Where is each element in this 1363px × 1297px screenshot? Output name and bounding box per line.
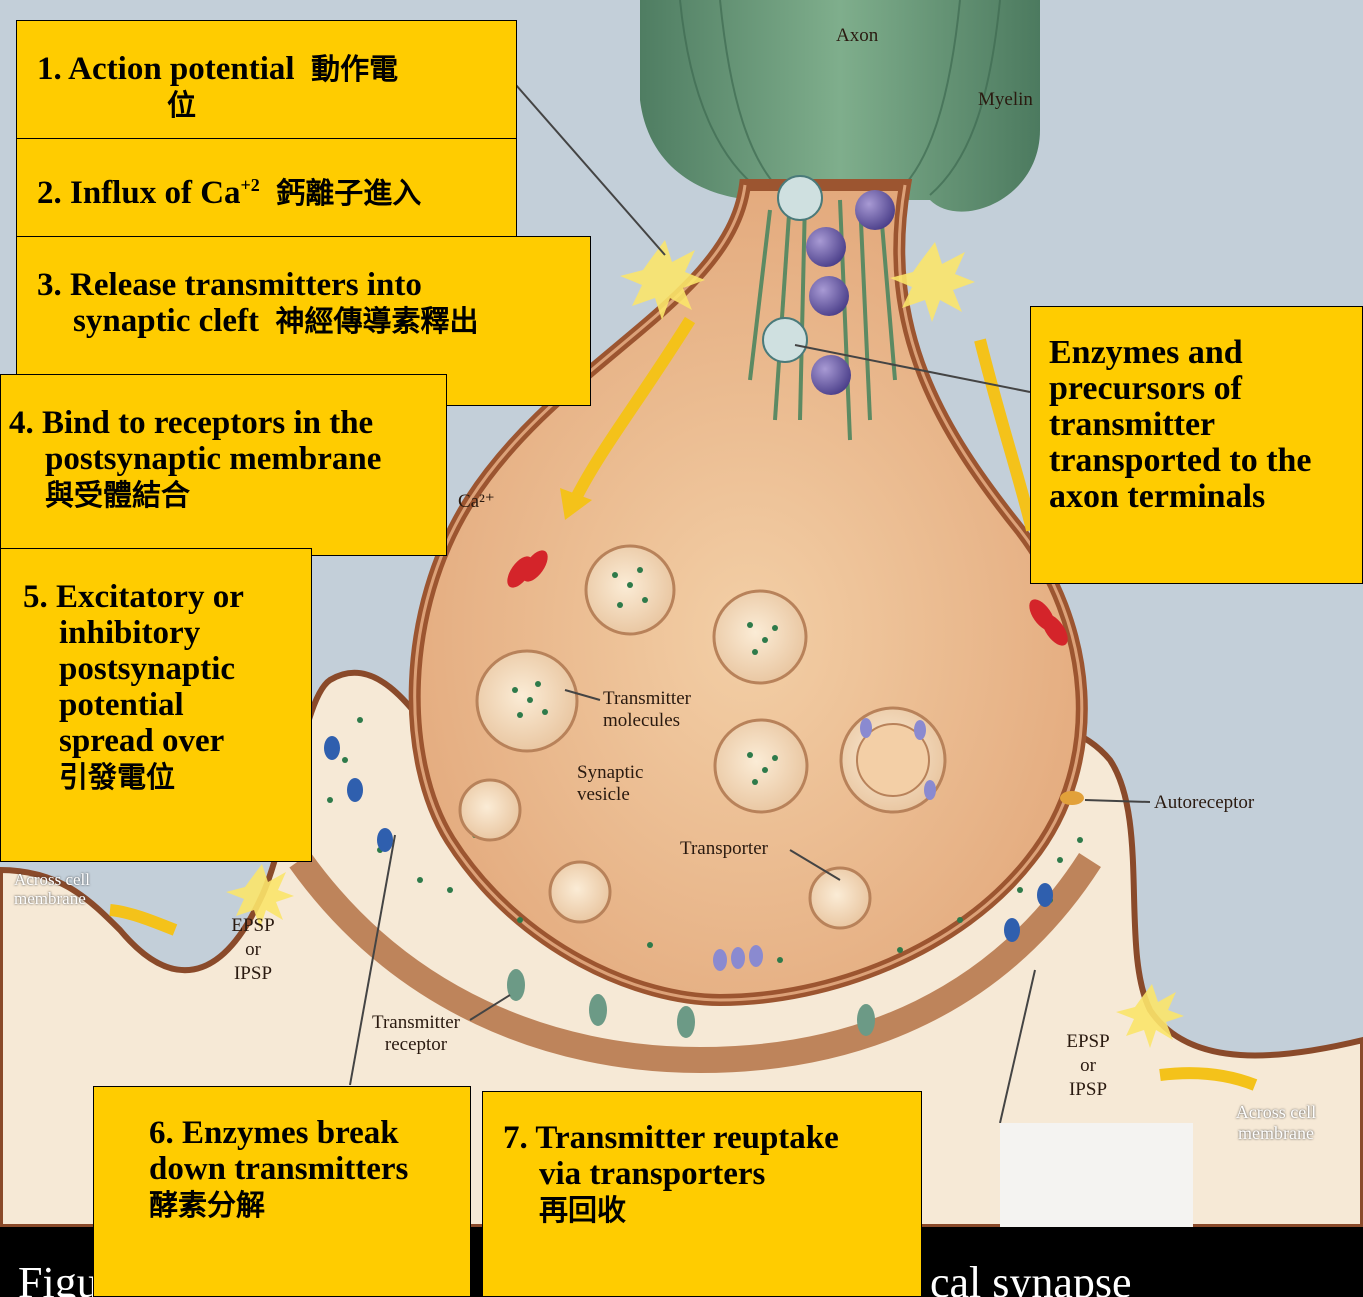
epsp-left-line1: EPSP [231, 915, 274, 936]
enzymes-line4: transported to the [1049, 443, 1362, 479]
epsp-ipsp-left-label: EPSP or IPSP [220, 914, 286, 986]
epsp-right-line3: IPSP [1069, 1079, 1107, 1100]
across-left-line1: Across cell [14, 870, 90, 889]
transmitter-receptor-label: Transmitter receptor [356, 1012, 476, 1056]
step3-zh: 神經傳導素釋出 [276, 304, 479, 338]
label-step2-calcium-influx: 2. Influx of Ca+2 鈣離子進入 [16, 138, 517, 238]
enzymes-line5: axon terminals [1049, 479, 1362, 515]
step4-zh: 與受體結合 [9, 477, 446, 513]
synaptic-vesicle-label: Synaptic vesicle [577, 762, 644, 806]
epsp-right-line2: or [1080, 1055, 1096, 1076]
transmitter-molecules-line1: Transmitter [603, 688, 691, 709]
calcium-label: Ca²⁺ [458, 491, 495, 513]
across-membrane-left-label: Across cell membrane [14, 870, 90, 908]
transmitter-molecules-line2: molecules [603, 710, 680, 731]
step1-zh-a: 動作電 [311, 52, 398, 86]
step7-zh: 再回收 [503, 1192, 921, 1228]
label-step5-potential: 5. Excitatory or inhibitory postsynaptic… [0, 548, 312, 862]
step2-sup: +2 [241, 175, 260, 195]
enzymes-line2: precursors of [1049, 371, 1362, 407]
step6-en-a: 6. Enzymes break [149, 1115, 470, 1151]
across-right-line1: Across cell [1236, 1102, 1316, 1122]
label-step1-action-potential: 1. Action potential 動作電 位 [16, 20, 517, 140]
synaptic-vesicle-line1: Synaptic [577, 762, 644, 783]
step2-en: 2. Influx of Ca [37, 175, 241, 211]
step3-en-a: 3. Release transmitters into [37, 267, 590, 303]
step4-en-a: 4. Bind to receptors in the [9, 405, 446, 441]
step3-en-b: synaptic cleft [73, 303, 259, 339]
transmitter-receptor-line1: Transmitter [372, 1012, 460, 1033]
label-step6-enzymes: 6. Enzymes break down transmitters 酵素分解 [93, 1086, 471, 1297]
across-right-line2: membrane [1238, 1123, 1314, 1143]
label-step7-reuptake: 7. Transmitter reuptake via transporters… [482, 1091, 922, 1297]
step5-en-e: spread over [23, 723, 311, 759]
label-step4-bind: 4. Bind to receptors in the postsynaptic… [0, 374, 447, 556]
step6-en-b: down transmitters [149, 1151, 470, 1187]
step5-en-b: inhibitory [23, 615, 311, 651]
step7-en-b: via transporters [503, 1156, 921, 1192]
label-enzymes-precursors: Enzymes and precursors of transmitter tr… [1030, 306, 1363, 584]
across-left-line2: membrane [14, 889, 86, 908]
step1-en: 1. Action potential [37, 51, 295, 87]
epsp-right-line1: EPSP [1066, 1031, 1109, 1052]
synaptic-vesicle-line2: vesicle [577, 784, 630, 805]
step2-zh: 鈣離子進入 [276, 176, 421, 210]
myelin-label: Myelin [978, 89, 1033, 111]
step4-en-b: postsynaptic membrane [9, 441, 446, 477]
figure-caption-right: cal synapse [930, 1257, 1132, 1297]
enzymes-line3: transmitter [1049, 407, 1362, 443]
epsp-left-line3: IPSP [234, 963, 272, 984]
enzymes-line1: Enzymes and [1049, 335, 1362, 371]
step5-en-d: potential [23, 687, 311, 723]
epsp-left-line2: or [245, 939, 261, 960]
epsp-ipsp-right-label: EPSP or IPSP [1055, 1030, 1121, 1102]
autoreceptor-label: Autoreceptor [1154, 792, 1254, 814]
step5-en-a: 5. Excitatory or [23, 579, 311, 615]
transmitter-receptor-line2: receptor [385, 1034, 447, 1055]
across-membrane-right-label: Across cell membrane [1222, 1102, 1330, 1144]
transporter-label: Transporter [680, 838, 768, 860]
transmitter-molecules-label: Transmitter molecules [603, 688, 691, 732]
blank-patch [1000, 1123, 1193, 1227]
step5-en-c: postsynaptic [23, 651, 311, 687]
step6-zh: 酵素分解 [149, 1187, 470, 1223]
axon-label: Axon [836, 25, 878, 47]
step5-zh: 引發電位 [23, 759, 311, 795]
step1-zh-b: 位 [37, 87, 516, 123]
step7-en-a: 7. Transmitter reuptake [503, 1120, 921, 1156]
